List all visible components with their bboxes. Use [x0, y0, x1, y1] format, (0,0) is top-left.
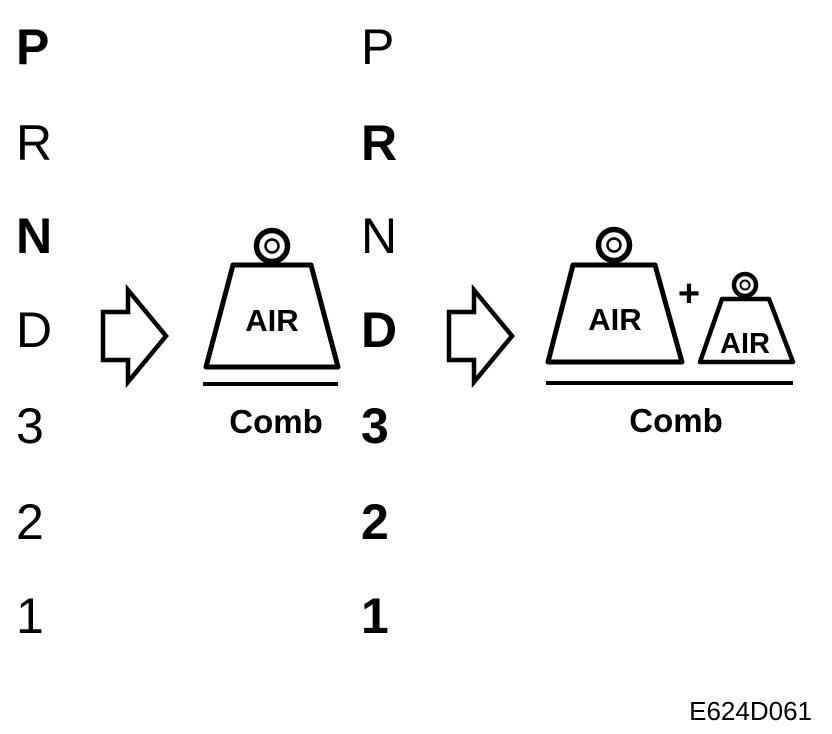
left-gear-3: 3: [16, 398, 44, 454]
right-gear-1: 1: [361, 588, 389, 644]
right-gear-n: N: [361, 208, 398, 264]
right-gear-p: P: [361, 19, 395, 75]
left-gear-n: N: [16, 208, 53, 264]
weight-icon: AIR: [545, 226, 685, 365]
right-gear-2: 2: [361, 494, 389, 550]
left-gear-r: R: [16, 115, 53, 171]
weight-text: AIR: [245, 303, 298, 338]
comb-label-1: Comb: [229, 403, 323, 440]
left-gear-1: 1: [16, 588, 44, 644]
comb-label-2: Comb: [629, 402, 723, 439]
reference-code: E624D061: [689, 696, 812, 726]
weight-icon: AIR: [697, 271, 796, 365]
left-gear-2: 2: [16, 494, 44, 550]
right-arrow-outline-icon: [100, 283, 169, 389]
weight-text: AIR: [588, 302, 641, 337]
weight-text: AIR: [720, 328, 770, 360]
right-gear-3: 3: [361, 398, 389, 454]
right-gear-r: R: [361, 115, 398, 171]
left-gear-d: D: [16, 302, 53, 358]
right-gear-d: D: [361, 302, 398, 358]
weight-icon: AIR: [203, 227, 341, 370]
left-gear-p: P: [16, 19, 50, 75]
right-arrow-outline-icon: [446, 283, 515, 389]
plus-sign: +: [678, 273, 700, 315]
